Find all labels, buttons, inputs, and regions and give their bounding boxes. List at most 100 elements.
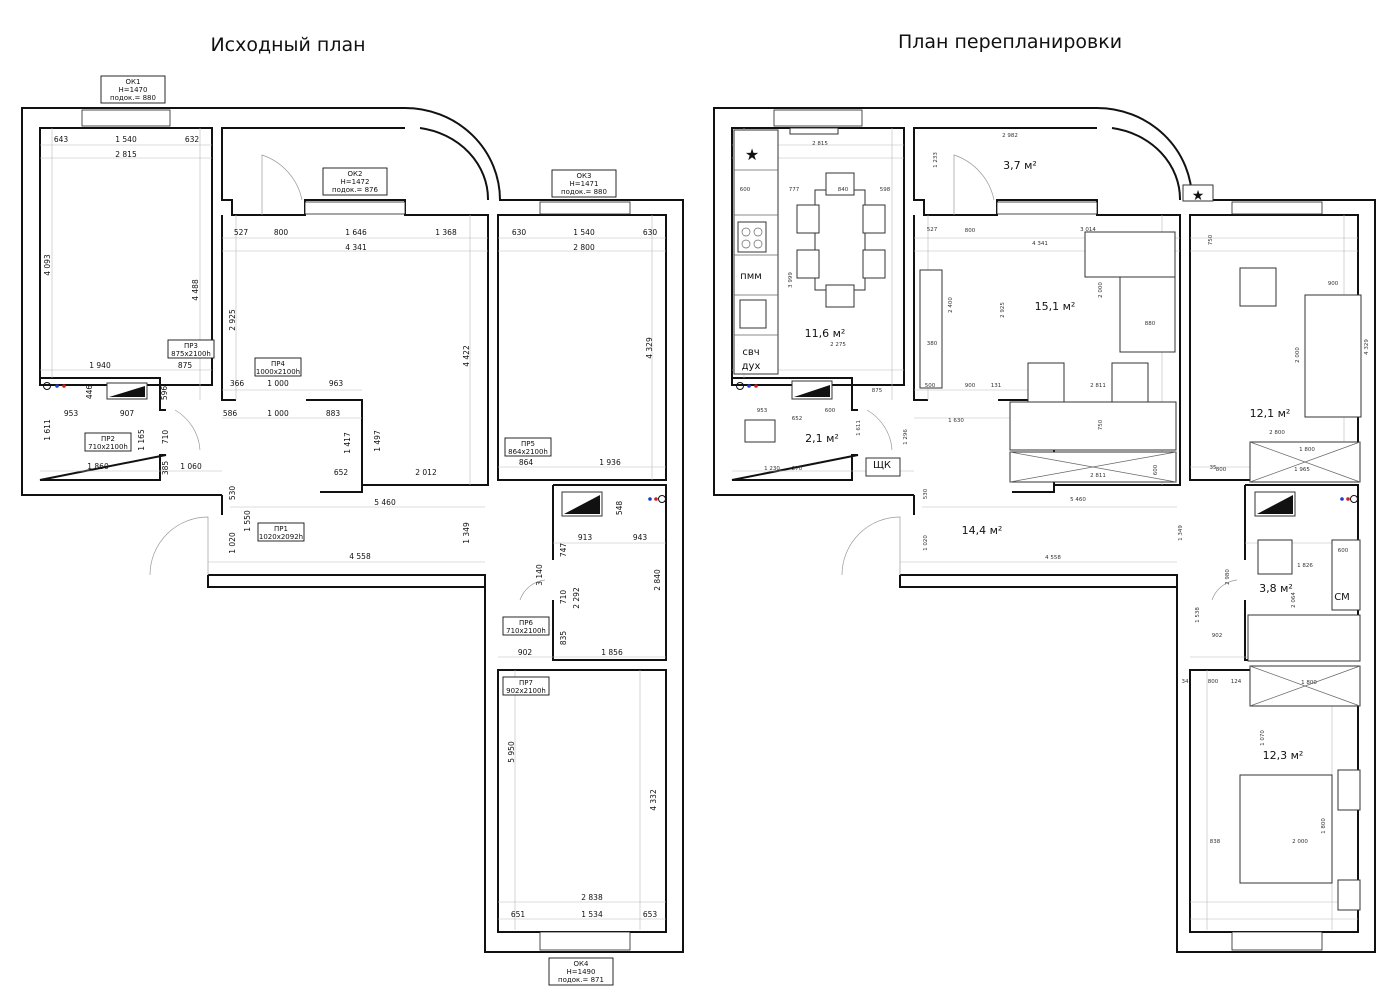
dimension-label: 1 165 bbox=[137, 429, 146, 451]
dimension-label: 800 bbox=[965, 228, 976, 234]
dimension-label: 943 bbox=[633, 533, 648, 542]
dimension-label: 1 646 bbox=[345, 228, 367, 237]
dimension-label: 1 611 bbox=[856, 420, 862, 436]
dimension-label: 1 800 bbox=[1301, 680, 1317, 686]
room-area: 3,8 м² bbox=[1259, 582, 1293, 595]
room-area: 12,3 м² bbox=[1263, 749, 1304, 762]
dimension-label: 1 550 bbox=[243, 510, 252, 532]
bed-single bbox=[1304, 294, 1362, 418]
dimension-label: 2 815 bbox=[115, 150, 137, 159]
opening-label-box bbox=[167, 339, 215, 359]
dimension-label: 4 329 bbox=[1364, 339, 1370, 355]
dimension-label: 2 811 bbox=[1090, 383, 1106, 389]
dimension-label: 1 497 bbox=[373, 430, 382, 452]
opening-size: 710x2100h bbox=[88, 443, 128, 451]
dimension-label: 2 800 bbox=[573, 243, 595, 252]
dimension-label: 548 bbox=[615, 501, 624, 516]
dimension-label: 1 936 bbox=[599, 458, 621, 467]
dimension-label: 1 800 bbox=[1299, 447, 1315, 453]
dimension-label: 385 bbox=[161, 461, 170, 476]
dimension-label: 883 bbox=[326, 409, 341, 418]
opening-size: 710x2100h bbox=[506, 627, 546, 635]
dimension-label: 1 020 bbox=[923, 535, 929, 551]
dimension-label: 2 292 bbox=[572, 587, 581, 609]
opening-size: H=1490 bbox=[567, 968, 596, 976]
dimension-label: 3 140 bbox=[535, 564, 544, 586]
room-area: 2,1 м² bbox=[805, 432, 839, 445]
opening-size: 864x2100h bbox=[508, 448, 548, 456]
opening-sill: подок.= 880 bbox=[110, 94, 156, 102]
dimension-label: 366 bbox=[230, 379, 245, 388]
dimension-label: 900 bbox=[965, 383, 976, 389]
dimension-label: 880 bbox=[1145, 321, 1156, 327]
opening-label-box bbox=[322, 167, 388, 196]
dimension-label: 1 296 bbox=[903, 429, 909, 445]
dimension-label: 1 070 bbox=[1260, 730, 1266, 746]
opening-code: ПР6 bbox=[519, 619, 533, 627]
dimension-label: 2 840 bbox=[653, 569, 662, 591]
opening-label-box bbox=[84, 432, 132, 452]
dimension-label: 913 bbox=[578, 533, 593, 542]
dimension-label: 527 bbox=[234, 228, 249, 237]
opening-size: 902x2100h bbox=[506, 687, 546, 695]
dimension-label: 586 bbox=[223, 409, 238, 418]
dimension-label: 835 bbox=[559, 631, 568, 646]
dimension-label: 710 bbox=[559, 590, 568, 605]
bed-double bbox=[1239, 774, 1333, 884]
bathtub bbox=[1247, 614, 1361, 662]
room-area: 14,4 м² bbox=[962, 524, 1003, 537]
dimension-label: 1 826 bbox=[1297, 563, 1313, 569]
opening-label-box bbox=[504, 437, 552, 457]
dimension-label: 4 422 bbox=[462, 345, 471, 367]
dimension-label: 630 bbox=[512, 228, 527, 237]
dimension-label: 600 bbox=[825, 408, 836, 414]
dimension-label: 777 bbox=[789, 187, 800, 193]
opening-size: 875x2100h bbox=[171, 350, 211, 358]
dimension-label: 4 332 bbox=[649, 789, 658, 811]
dimension-label: 1 538 bbox=[1195, 607, 1201, 623]
opening-code: ОК4 bbox=[574, 960, 589, 968]
opening-label-box bbox=[551, 169, 617, 198]
opening-code: ОК1 bbox=[126, 78, 141, 86]
dimension-label: 380 bbox=[927, 341, 938, 347]
redesign-plan: ★ bbox=[713, 107, 1376, 953]
dimension-label: 1 020 bbox=[228, 532, 237, 554]
panel-box bbox=[865, 457, 901, 477]
dimension-label: 1 000 bbox=[267, 379, 289, 388]
dimension-label: 875 bbox=[872, 388, 883, 394]
dimension-label: 2 012 bbox=[415, 468, 437, 477]
dimension-label: 2 815 bbox=[812, 141, 828, 147]
dimension-label: 4 341 bbox=[1032, 241, 1048, 247]
dimension-label: 1 368 bbox=[435, 228, 457, 237]
dimension-label: 2 925 bbox=[228, 309, 237, 331]
dimension-label: 1 540 bbox=[115, 135, 137, 144]
opening-label-box bbox=[100, 75, 166, 104]
opening-size: 1000x2100h bbox=[256, 368, 300, 376]
kitchen-riser-left bbox=[43, 382, 148, 400]
dimension-label: 1 860 bbox=[87, 462, 109, 471]
dimension-label: 1 630 bbox=[948, 418, 964, 424]
star-icon-balcony: ★ bbox=[1192, 188, 1205, 204]
fixture-label: свч bbox=[742, 347, 759, 358]
opening-code: ПР7 bbox=[519, 679, 533, 687]
dimension-label: 632 bbox=[185, 135, 200, 144]
opening-code: ПР4 bbox=[271, 360, 285, 368]
fixture-label: пмм bbox=[740, 271, 762, 282]
dimension-label: 4 329 bbox=[645, 337, 654, 359]
opening-code: ОК2 bbox=[348, 170, 363, 178]
dimension-label: 2 800 bbox=[1269, 430, 1285, 436]
opening-size: 1020x2092h bbox=[259, 533, 303, 541]
star-icon: ★ bbox=[745, 145, 759, 164]
dimension-label: 800 bbox=[274, 228, 289, 237]
opening-code: ПР2 bbox=[101, 435, 115, 443]
dimension-label: 2 000 bbox=[1292, 839, 1308, 845]
dimension-label: 446 bbox=[85, 385, 94, 400]
opening-size: H=1470 bbox=[119, 86, 148, 94]
fixture-label: дух bbox=[742, 361, 761, 372]
dimension-label: 902 bbox=[518, 648, 533, 657]
dimension-label: 840 bbox=[838, 187, 849, 193]
room-area: 11,6 м² bbox=[805, 327, 846, 340]
redesign-furniture: ★ bbox=[733, 127, 1362, 911]
